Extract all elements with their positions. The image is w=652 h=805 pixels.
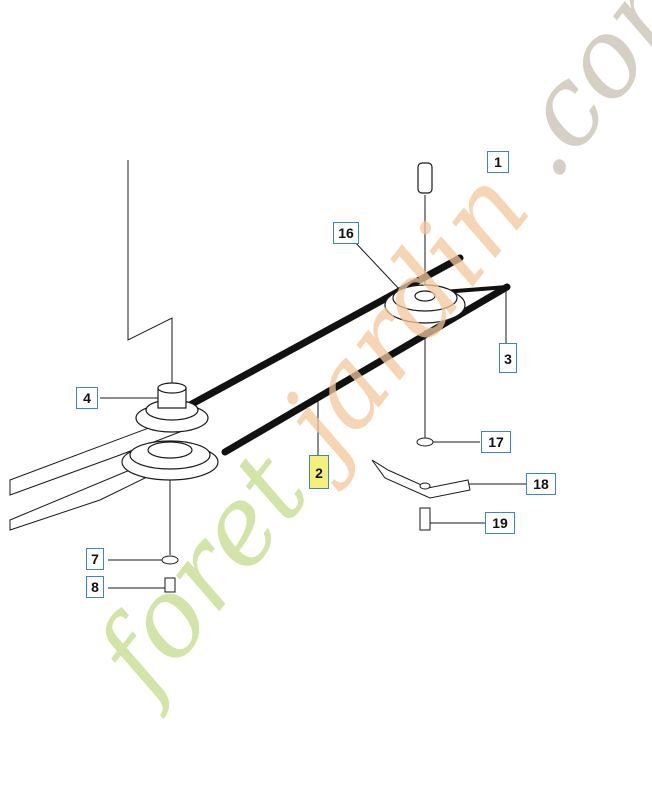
callout-7[interactable]: 7: [86, 548, 104, 570]
callout-16[interactable]: 16: [333, 222, 359, 244]
blade-hole: [419, 482, 431, 490]
blade-18: [371, 459, 471, 499]
pulley-left-lower-hub: [147, 441, 193, 459]
callout-8[interactable]: 8: [86, 576, 104, 598]
leader-16: [352, 239, 401, 291]
belt-upper: [186, 254, 464, 409]
callout-18[interactable]: 18: [526, 473, 556, 495]
spindle-left-top: [157, 382, 187, 394]
callout-4[interactable]: 4: [76, 387, 98, 409]
mandrel-arm-lower: [9, 469, 147, 531]
bolt-8: [164, 577, 176, 593]
frame-outline: [127, 160, 173, 385]
callout-19[interactable]: 19: [485, 512, 515, 534]
callout-2[interactable]: 2: [309, 455, 329, 489]
callout-3[interactable]: 3: [499, 343, 517, 373]
washer-17: [416, 437, 434, 447]
callout-17[interactable]: 17: [481, 431, 511, 453]
callout-1[interactable]: 1: [487, 151, 509, 173]
pulley-right-hub: [414, 290, 436, 302]
bolt-19: [419, 507, 431, 531]
spindle-right: [417, 162, 433, 194]
washer-7: [161, 555, 179, 565]
